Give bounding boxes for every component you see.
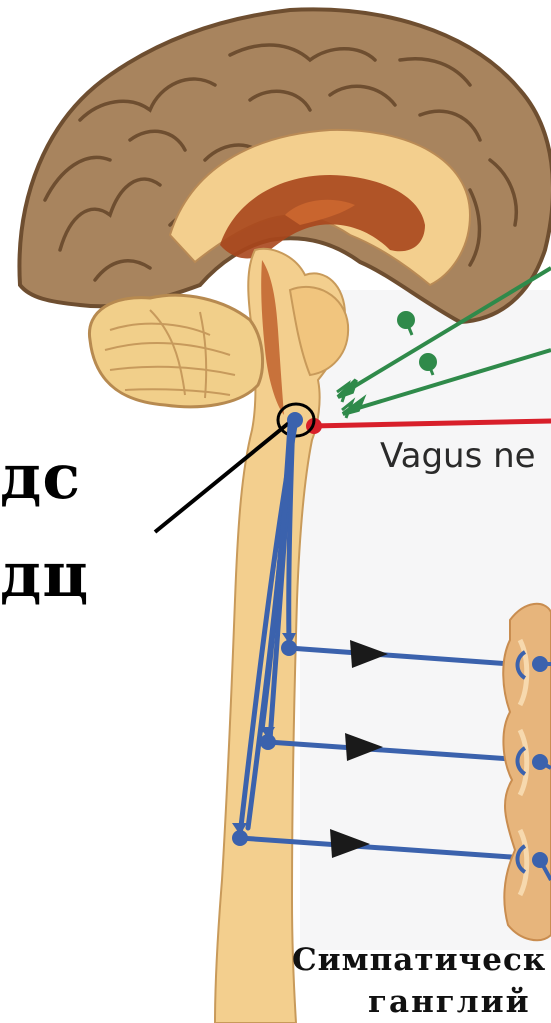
- label-dts: дц: [0, 538, 89, 611]
- label-vagus-nerve: Vagus ne: [380, 436, 536, 476]
- label-sympathetic: Симпатическ: [292, 942, 546, 978]
- label-ganglion: ганглий: [368, 984, 531, 1020]
- label-dc: дс: [0, 440, 81, 513]
- sympathetic-ganglion: [503, 604, 551, 940]
- cerebellum: [89, 295, 262, 407]
